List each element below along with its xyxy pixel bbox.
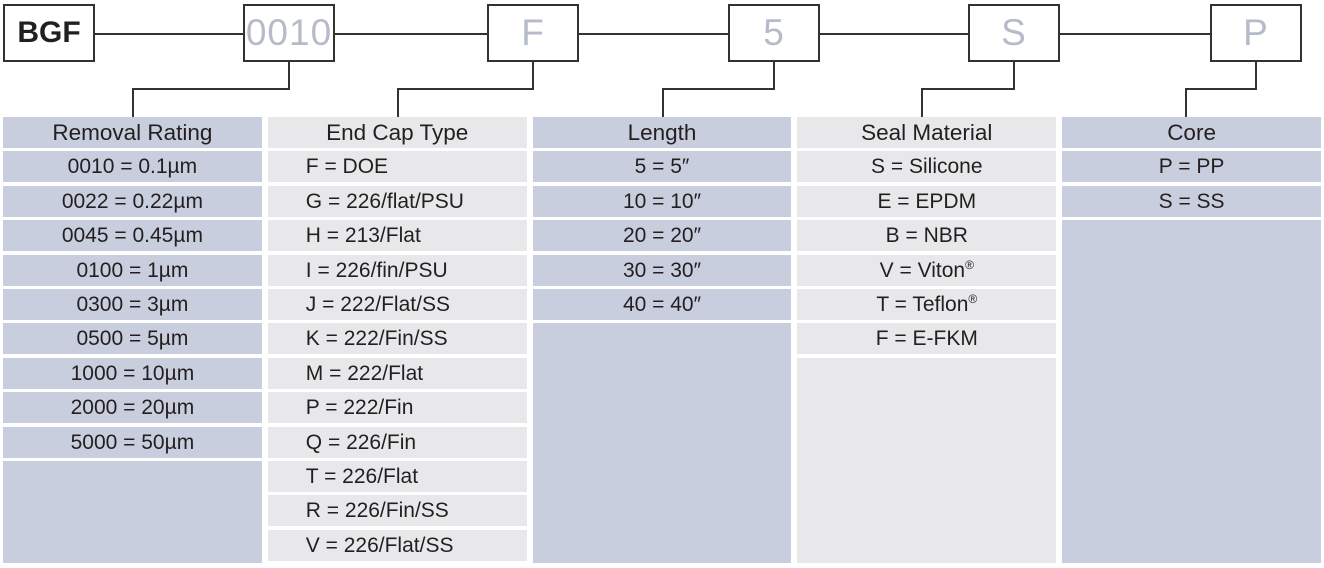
part-code-box-seal-material: S [968,4,1060,62]
part-code-box-removal-rating: 0010 [243,4,335,62]
code-value-cell: G = 226/flat/PSU [267,185,527,217]
code-value-cell: Q = 226/Fin [267,426,527,458]
code-value-cell: 0100 = 1µm [3,254,262,286]
code-value-cell: I = 226/fin/PSU [267,254,527,286]
code-value-cell: 0045 = 0.45µm [3,220,262,252]
code-value-cell: R = 226/Fin/SS [267,495,527,527]
code-value-cell: B = NBR [797,220,1057,252]
connector-lines [95,33,1257,117]
code-value-cell: 0300 = 3µm [3,288,262,320]
part-code-box-series: BGF [3,4,95,62]
part-code-box-core: P [1210,4,1302,62]
part-code-box-length: 5 [728,4,820,62]
column-filler-block [3,460,262,563]
code-value-cell: E = EPDM [797,185,1057,217]
code-value-cell: P = PP [1062,151,1321,183]
code-value-cell: 2000 = 20µm [3,392,262,424]
code-value-cell: T = Teflon® [797,288,1057,320]
code-value-cell: S = SS [1062,185,1321,217]
code-value-cell: V = Viton® [797,254,1057,286]
column-header: Removal Rating [3,117,262,148]
code-value-cell: 10 = 10″ [532,185,792,217]
code-value-cell: M = 222/Flat [267,357,527,389]
code-value-cell: 30 = 30″ [532,254,792,286]
code-value-cell: J = 222/Flat/SS [267,288,527,320]
code-value-cell: P = 222/Fin [267,392,527,424]
column-header: Seal Material [797,117,1057,148]
column-filler-block [532,323,792,563]
column-header: Core [1062,117,1321,148]
code-value-cell: S = Silicone [797,151,1057,183]
part-code-box-end-cap-type: F [487,4,579,62]
code-value-cell: K = 222/Fin/SS [267,323,527,355]
column-header: End Cap Type [267,117,527,148]
column-filler-block [1062,220,1321,563]
code-value-cell: V = 226/Flat/SS [267,529,527,561]
code-value-cell: H = 213/Flat [267,220,527,252]
code-value-cell: 1000 = 10µm [3,357,262,389]
code-value-cell: T = 226/Flat [267,460,527,492]
code-value-cell: 5000 = 50µm [3,426,262,458]
column-filler-block [797,357,1057,563]
code-value-cell: 0010 = 0.1µm [3,151,262,183]
code-value-cell: 5 = 5″ [532,151,792,183]
code-value-cell: 20 = 20″ [532,220,792,252]
code-value-cell: 0500 = 5µm [3,323,262,355]
code-value-cell: 40 = 40″ [532,288,792,320]
code-value-cell: F = E-FKM [797,323,1057,355]
code-value-cell: F = DOE [267,151,527,183]
column-header: Length [532,117,792,148]
code-value-cell: 0022 = 0.22µm [3,185,262,217]
